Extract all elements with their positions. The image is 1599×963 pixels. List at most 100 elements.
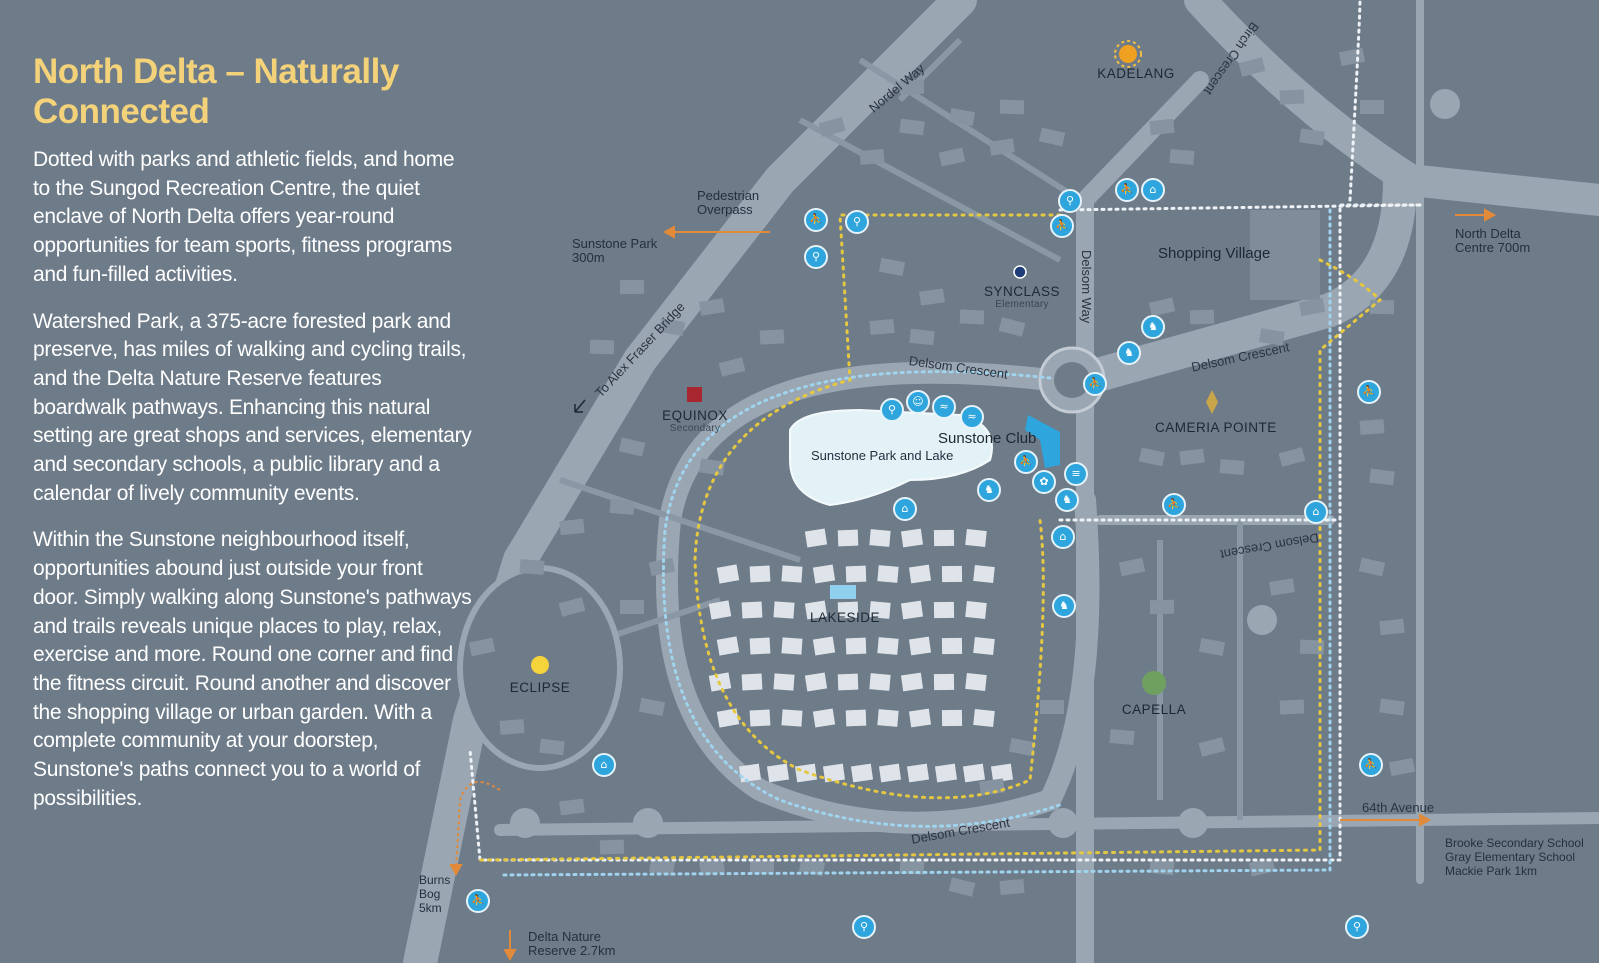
building xyxy=(941,565,963,583)
building xyxy=(1369,468,1395,486)
building xyxy=(859,149,885,165)
building xyxy=(869,601,891,619)
building xyxy=(989,138,1015,156)
eclipse-logo-mark xyxy=(531,656,549,674)
building xyxy=(1299,128,1325,146)
lakeside-logo-mark xyxy=(830,585,856,599)
playground-icon: ⌂ xyxy=(893,497,917,521)
building xyxy=(878,257,906,277)
trail-blue-outer xyxy=(498,208,1332,877)
label-burns-bog: Burns Bog 5km xyxy=(419,873,451,915)
building xyxy=(1279,699,1305,715)
building xyxy=(869,318,895,336)
building xyxy=(1369,299,1395,315)
building xyxy=(999,99,1025,115)
fitness-icon: ♞ xyxy=(1117,341,1141,365)
building xyxy=(999,878,1025,896)
building xyxy=(812,564,836,584)
building xyxy=(899,859,925,875)
building xyxy=(499,719,525,735)
building xyxy=(878,763,902,783)
brand-lakeside: LAKESIDE xyxy=(809,610,881,625)
bench-icon: ≡ xyxy=(1064,462,1088,486)
building xyxy=(804,672,828,692)
building xyxy=(877,637,899,655)
building xyxy=(973,636,995,656)
buildings xyxy=(468,47,1416,897)
intro-paragraph-3: Within the Sunstone neighbourhood itself… xyxy=(33,528,472,810)
intro-paragraph-1: Dotted with parks and athletic fields, a… xyxy=(33,148,455,286)
playground-icon: ⌂ xyxy=(1141,178,1165,202)
cyclist-icon: ⚲ xyxy=(1058,189,1082,213)
building xyxy=(1179,448,1205,466)
building xyxy=(933,601,955,619)
building xyxy=(738,763,762,783)
building xyxy=(837,529,859,547)
runner-icon: ⛹ xyxy=(1162,493,1186,517)
building xyxy=(1299,639,1325,655)
building xyxy=(716,636,740,656)
street-label-delsom-way: Delsom Way xyxy=(1079,250,1094,324)
label-sunstone-park-lake: Sunstone Park and Lake xyxy=(811,448,954,463)
building xyxy=(979,778,1005,796)
building xyxy=(934,763,958,783)
runner-icon: ⛹ xyxy=(1050,214,1074,238)
building xyxy=(519,559,545,575)
fitness-icon: ♞ xyxy=(1141,315,1165,339)
trail-white-outer xyxy=(468,203,1422,862)
building xyxy=(558,597,586,617)
building xyxy=(759,329,785,345)
building xyxy=(749,859,775,875)
trail-blue-loop xyxy=(661,370,1062,828)
building xyxy=(599,839,625,855)
building xyxy=(1198,638,1226,656)
building xyxy=(919,288,945,306)
playground-icon: ⌂ xyxy=(1051,525,1075,549)
building xyxy=(908,708,932,728)
building xyxy=(781,637,803,655)
trails xyxy=(468,0,1422,877)
sunstone-lake xyxy=(789,408,993,507)
building xyxy=(962,763,986,783)
building xyxy=(781,565,803,583)
intro-paragraph-2: Watershed Park, a 375-acre forested park… xyxy=(33,309,472,505)
building xyxy=(699,298,725,316)
brand-kadelang: KADELANG xyxy=(1097,66,1175,81)
building xyxy=(908,564,932,584)
building xyxy=(559,518,585,536)
building xyxy=(1359,419,1385,435)
shopping-village-block xyxy=(1250,210,1320,300)
building xyxy=(749,565,771,583)
building xyxy=(1148,297,1176,317)
label-shopping-village: Shopping Village xyxy=(1158,245,1271,262)
building xyxy=(959,309,985,325)
building xyxy=(741,601,763,619)
building xyxy=(1278,447,1306,467)
building xyxy=(716,564,740,584)
building xyxy=(877,709,899,727)
building xyxy=(948,108,976,126)
building xyxy=(618,437,646,457)
building xyxy=(1008,737,1036,757)
building xyxy=(818,117,846,137)
swim-icon: ≈ xyxy=(932,395,956,419)
building xyxy=(1279,89,1305,105)
building xyxy=(869,673,891,691)
building xyxy=(845,709,867,727)
runner-icon: ⛹ xyxy=(1115,178,1139,202)
building xyxy=(900,600,924,620)
capella-logo-mark xyxy=(1142,671,1166,695)
building xyxy=(559,798,585,816)
building xyxy=(933,673,955,691)
building xyxy=(837,601,859,619)
building xyxy=(1149,599,1175,615)
alex-fraser-road xyxy=(403,0,977,963)
intro-panel: North Delta – Naturally Connected Dotted… xyxy=(33,52,473,831)
cyclist-icon: ⚲ xyxy=(804,245,828,269)
cyclist-icon: ⚲ xyxy=(1345,915,1369,939)
building xyxy=(1219,459,1245,475)
label-schools-1km: Brooke Secondary School Gray Elementary … xyxy=(1445,836,1584,878)
label-north-delta-centre: North Delta Centre 700m xyxy=(1455,226,1531,255)
